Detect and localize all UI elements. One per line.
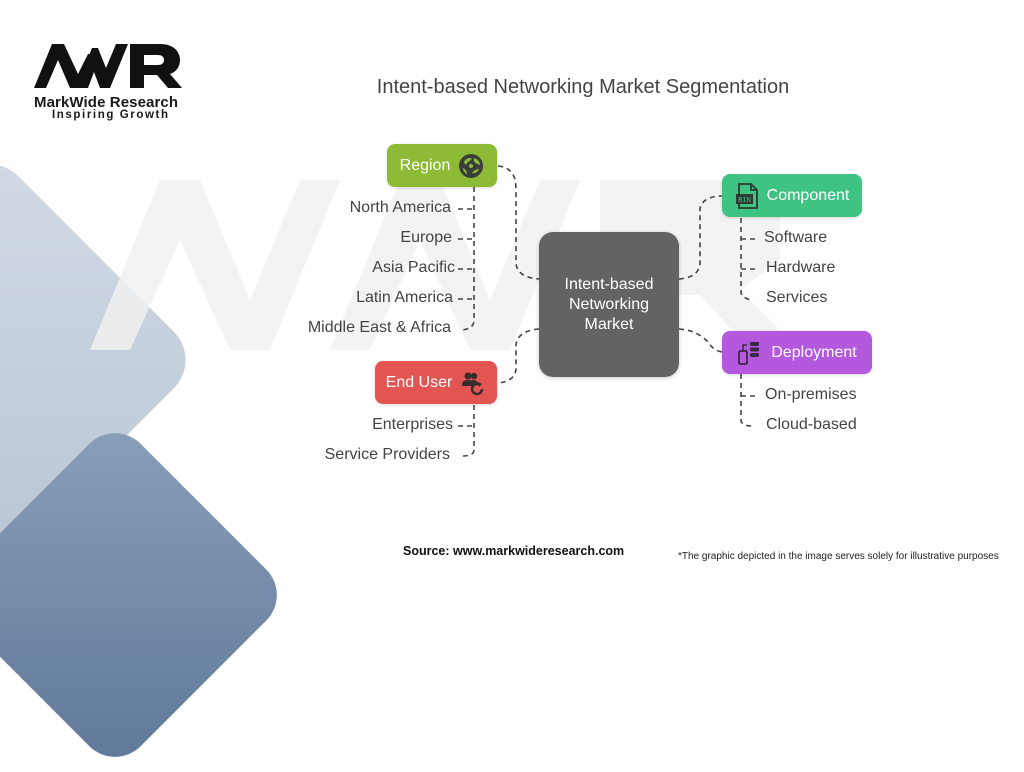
segment-node-deployment: Deployment [722, 331, 872, 374]
component-item: Software [764, 229, 828, 246]
segment-node-region: Region [387, 144, 497, 187]
connector-component [678, 195, 723, 280]
center-label-line-1: Intent-based [564, 275, 654, 293]
segment-label-end-user: End User [385, 373, 453, 391]
connector-deployment-items [740, 374, 753, 427]
component-item: Hardware [766, 259, 836, 276]
end-user-item: Service Providers [324, 446, 450, 463]
brand-logo: MarkWide Research Inspiring Growth [32, 40, 192, 121]
segment-node-component: BIN Component [722, 174, 862, 217]
segment-label-component: Component [766, 186, 850, 204]
segment-label-region: Region [399, 156, 451, 174]
connector-component-items [740, 218, 753, 301]
globe-icon [458, 153, 484, 179]
mwr-logo-mark-icon [34, 44, 182, 88]
source-credit: Source: www.markwideresearch.com [403, 544, 625, 558]
segment-label-deployment: Deployment [771, 343, 857, 361]
region-item: Latin America [356, 289, 453, 306]
region-item: North America [349, 199, 451, 216]
component-item: Services [766, 289, 828, 306]
disclaimer-note: *The graphic depicted in the image serve… [678, 551, 999, 562]
region-item: Middle East & Africa [307, 319, 451, 336]
region-item: Europe [400, 229, 452, 246]
center-label-line-3: Market [584, 315, 634, 333]
diagram-title: Intent-based Networking Market Segmentat… [376, 76, 790, 98]
end-user-item: Enterprises [372, 416, 453, 433]
center-label-line-2: Networking [568, 295, 649, 313]
center-node: Intent-based Networking Market [539, 232, 679, 377]
connector-end-user [497, 328, 540, 384]
deployment-item: Cloud-based [766, 416, 857, 433]
region-item: Asia Pacific [372, 259, 455, 276]
connector-lines [458, 165, 758, 457]
connector-region [497, 165, 540, 280]
users-refresh-icon [460, 370, 486, 396]
brand-tagline: Inspiring Growth [52, 109, 170, 121]
svg-text:BIN: BIN [738, 197, 751, 205]
bin-file-icon: BIN [735, 182, 759, 209]
device-server-icon [737, 340, 761, 366]
deployment-item: On-premises [765, 386, 857, 403]
brand-name: MarkWide Research [34, 94, 179, 111]
segment-node-end-user: End User [375, 361, 497, 404]
connector-region-items [461, 187, 475, 331]
connector-deployment [678, 328, 723, 353]
connector-end-user-items [461, 405, 475, 457]
